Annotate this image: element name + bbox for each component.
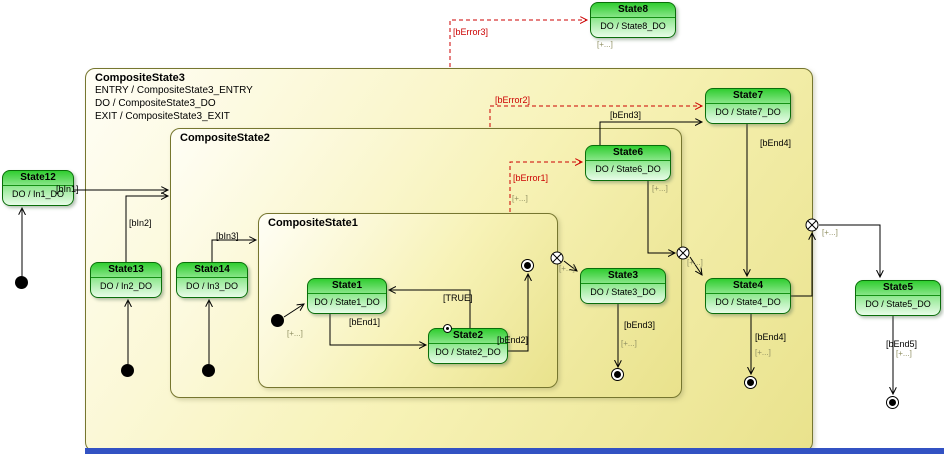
state-state13[interactable]: State13 DO / In2_DO (90, 262, 162, 298)
state-title: State2 (429, 329, 507, 344)
guard-label-bEnd4[interactable]: [bEnd4] (755, 332, 787, 342)
state-title: State4 (706, 279, 790, 294)
composite-state-2-header: CompositeState2 (171, 129, 681, 144)
state-title: State6 (586, 146, 670, 161)
guard-label-bEnd5[interactable]: [bEnd5] (886, 339, 918, 349)
state-state5[interactable]: State5 DO / State5_DO (855, 280, 941, 316)
state-title: State7 (706, 89, 790, 104)
guard-label-bEnd1[interactable]: [bEnd1] (349, 317, 381, 327)
guard-label-bEnd3[interactable]: [bEnd3] (610, 110, 642, 120)
initial-state-icon[interactable] (271, 314, 284, 327)
collapsed-marker[interactable]: [+...] (652, 184, 668, 193)
composite-exit-action: EXIT / CompositeState3_EXIT (95, 111, 230, 122)
composite-state-1[interactable]: CompositeState1 (258, 213, 558, 388)
guard-label-true[interactable]: [TRUE] (443, 293, 473, 303)
state-title: State5 (856, 281, 940, 296)
guard-label-bEnd2[interactable]: [bEnd2] (497, 335, 529, 345)
state-action: DO / In2_DO (99, 281, 153, 291)
collapsed-marker[interactable]: [+...] (755, 348, 771, 357)
state-action: DO / State2_DO (435, 347, 501, 357)
state-action: DO / State8_DO (600, 21, 666, 31)
state-action: DO / In1_DO (11, 189, 65, 199)
state-action: DO / In3_DO (185, 281, 239, 291)
exit-point-icon[interactable] (805, 218, 819, 232)
final-state-icon[interactable] (521, 259, 534, 272)
guard-label-bIn3[interactable]: [bIn3] (216, 231, 239, 241)
collapsed-marker[interactable]: [+...] (896, 349, 912, 358)
entry-point-icon[interactable] (443, 324, 452, 333)
composite-title: CompositeState3 (95, 72, 185, 84)
state-title: State1 (308, 279, 386, 294)
collapsed-marker[interactable]: [+...] (687, 258, 703, 267)
final-state-icon[interactable] (611, 368, 624, 381)
guard-label-bEnd4[interactable]: [bEnd4] (760, 138, 792, 148)
collapsed-marker[interactable]: [+...] (621, 339, 637, 348)
guard-label-bIn1[interactable]: [bIn1] (56, 184, 79, 194)
composite-title: CompositeState2 (180, 132, 270, 144)
composite-title: CompositeState1 (268, 217, 358, 229)
state-state7[interactable]: State7 DO / State7_DO (705, 88, 791, 124)
composite-do-action: DO / CompositeState3_DO (95, 98, 216, 109)
state-action: DO / State7_DO (715, 107, 781, 117)
state-state2[interactable]: State2 DO / State2_DO (428, 328, 508, 364)
state-state14[interactable]: State14 DO / In3_DO (176, 262, 248, 298)
exit-point-icon[interactable] (676, 246, 690, 260)
state-state12[interactable]: State12 DO / In1_DO (2, 170, 74, 206)
state-state1[interactable]: State1 DO / State1_DO (307, 278, 387, 314)
state-action: DO / State6_DO (595, 164, 661, 174)
initial-state-icon[interactable] (202, 364, 215, 377)
initial-state-icon[interactable] (15, 276, 28, 289)
guard-label-bError2[interactable]: [bError2] (495, 95, 531, 105)
state-title: State14 (177, 263, 247, 278)
state-state3[interactable]: State3 DO / State3_DO (580, 268, 666, 304)
guard-label-bEnd3[interactable]: [bEnd3] (624, 320, 656, 330)
state-state6[interactable]: State6 DO / State6_DO (585, 145, 671, 181)
state-state8[interactable]: State8 DO / State8_DO (590, 2, 676, 38)
state-state4[interactable]: State4 DO / State4_DO (705, 278, 791, 314)
composite-state-1-header: CompositeState1 (259, 214, 557, 229)
state-title: State3 (581, 269, 665, 284)
composite-entry-action: ENTRY / CompositeState3_ENTRY (95, 85, 253, 96)
final-state-icon[interactable] (744, 376, 757, 389)
state-title: State12 (3, 171, 73, 186)
guard-label-bError3[interactable]: [bError3] (453, 27, 489, 37)
bottom-scrollbar[interactable] (85, 448, 944, 454)
collapsed-marker[interactable]: [+...] (822, 228, 838, 237)
state-action: DO / State3_DO (590, 287, 656, 297)
guard-label-bIn2[interactable]: [bIn2] (129, 218, 152, 228)
state-action: DO / State1_DO (314, 297, 380, 307)
composite-state-3-header: CompositeState3 ENTRY / CompositeState3_… (86, 69, 812, 123)
collapsed-marker[interactable]: [+...] (559, 264, 575, 273)
state-title: State8 (591, 3, 675, 18)
collapsed-marker[interactable]: [+...] (597, 40, 613, 49)
state-action: DO / State5_DO (865, 299, 931, 309)
collapsed-marker[interactable]: [+...] (512, 194, 528, 203)
final-state-icon[interactable] (886, 396, 899, 409)
exit-point-icon[interactable] (550, 251, 564, 265)
state-title: State13 (91, 263, 161, 278)
state-action: DO / State4_DO (715, 297, 781, 307)
collapsed-marker[interactable]: [+...] (287, 329, 303, 338)
initial-state-icon[interactable] (121, 364, 134, 377)
guard-label-bError1[interactable]: [bError1] (513, 173, 549, 183)
